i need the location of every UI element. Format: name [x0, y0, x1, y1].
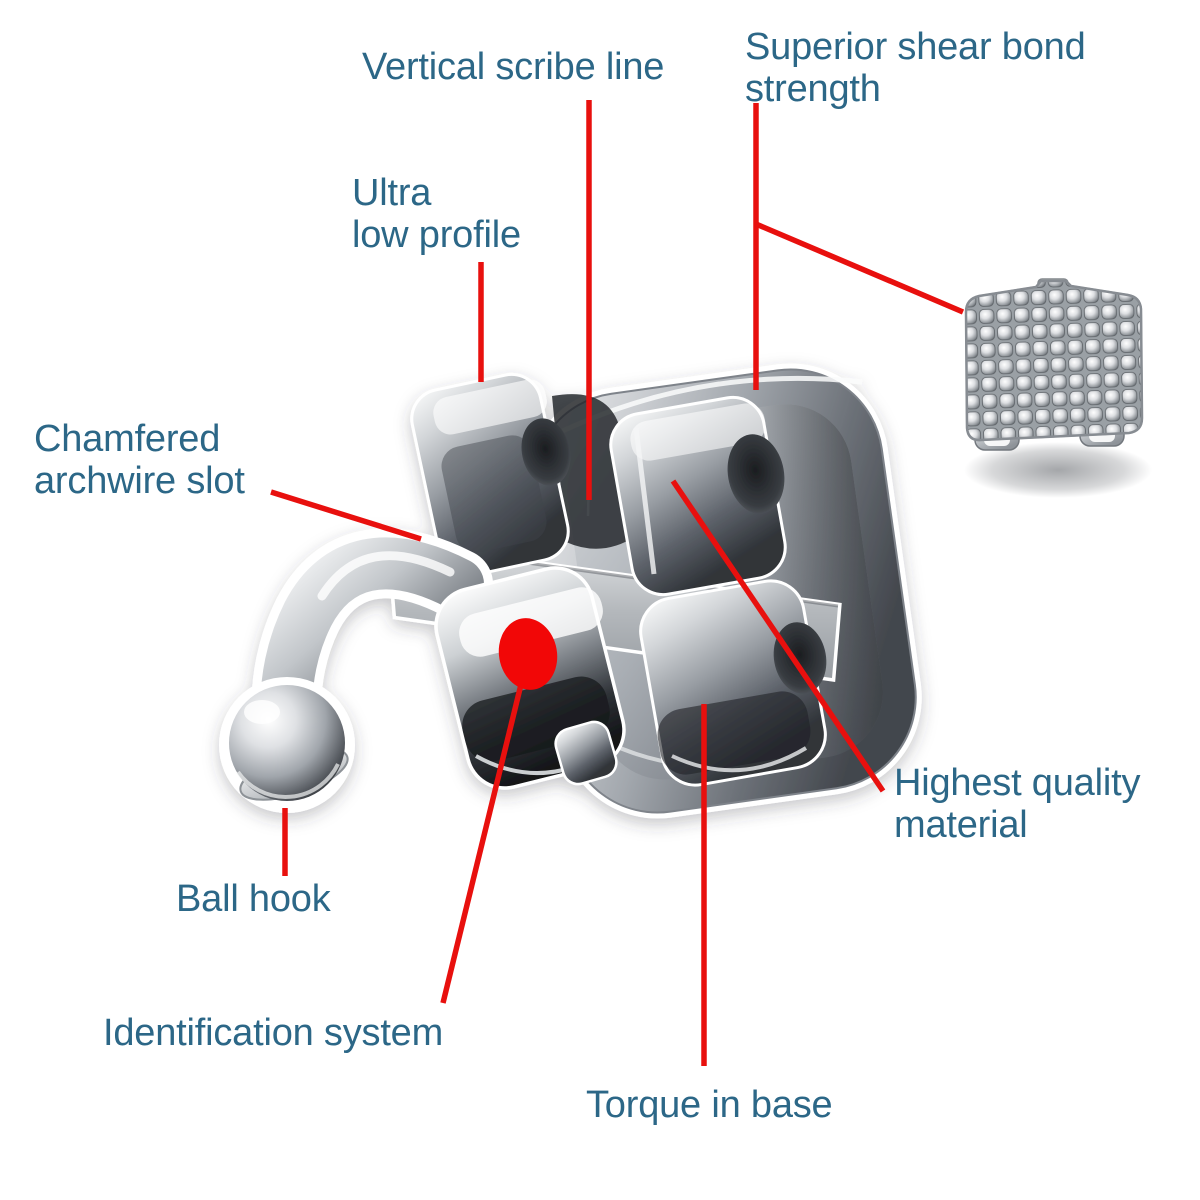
- leader-highest-quality: [670, 479, 886, 793]
- label-identification-system: Identification system: [103, 1012, 444, 1054]
- mesh-base-photo: [964, 278, 1152, 498]
- label-torque-in-base: Torque in base: [586, 1084, 833, 1126]
- label-superior-shear-bond-strength: Superior shear bond strength: [745, 26, 1086, 111]
- label-ball-hook: Ball hook: [176, 878, 331, 920]
- leader-identification-system: [440, 659, 530, 1004]
- label-chamfered-archwire-slot: Chamfered archwire slot: [34, 418, 245, 503]
- leader-chamfered-slot: [270, 489, 422, 542]
- identification-dot-marker: [498, 618, 558, 690]
- leader-superior-shear-branch: [754, 221, 965, 315]
- label-ultra-low-profile: Ultra low profile: [352, 172, 521, 257]
- label-highest-quality-material: Highest quality material: [894, 762, 1141, 847]
- mesh-base-shadow: [964, 442, 1152, 498]
- label-vertical-scribe-line: Vertical scribe line: [362, 46, 665, 88]
- bracket-photo: [219, 363, 922, 819]
